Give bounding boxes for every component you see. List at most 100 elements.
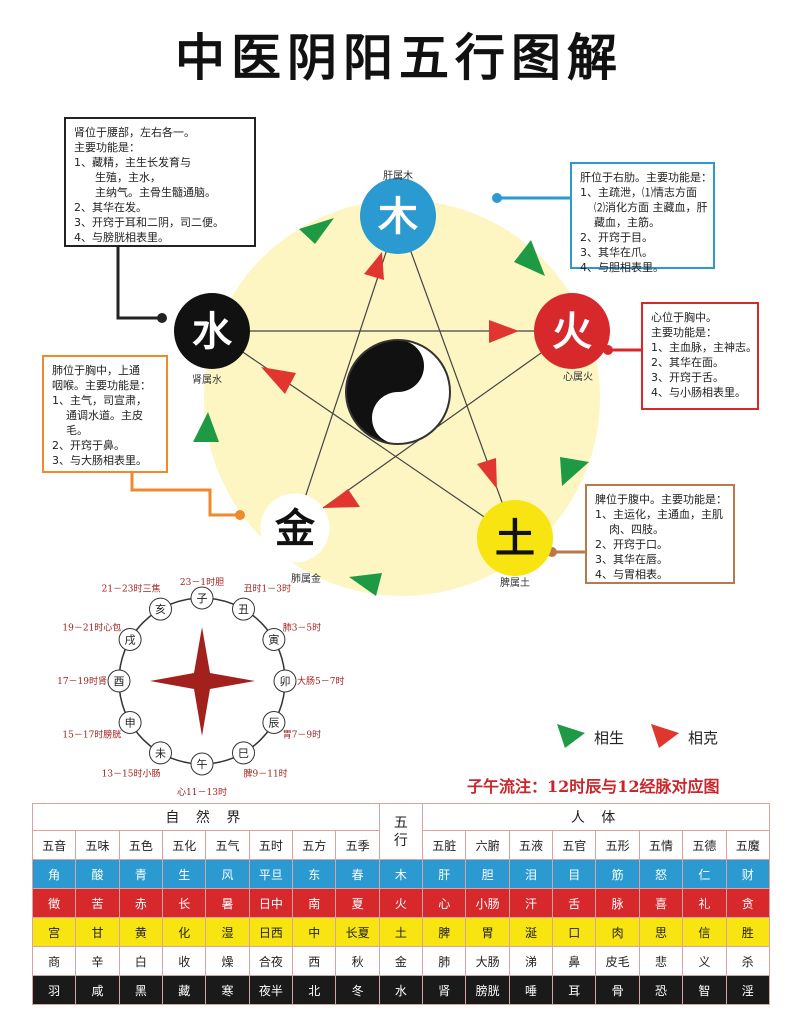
- generate-arrow-fire-earth: [560, 457, 589, 486]
- table-cell: 胜: [725, 917, 770, 947]
- table-cell: 暑: [205, 888, 250, 918]
- column-header: 五德: [682, 830, 727, 860]
- column-header: 五气: [205, 830, 250, 860]
- restrain-arrows: [261, 252, 519, 508]
- clock-branch-label: 未: [155, 747, 166, 760]
- table-cell-wuxing: 火: [378, 888, 424, 918]
- clock-branch-label: 寅: [268, 633, 279, 647]
- table-cell: 中: [292, 917, 337, 947]
- table-cell: 义: [682, 946, 727, 976]
- ziwu-clock: 子23－1时胆丑丑时1－3时寅肺3－5时卯大肠5－7时辰胃7－9时巳脾9－11时…: [57, 576, 344, 798]
- legend-restrain-icon: [651, 724, 679, 748]
- clock-branch-label: 卯: [280, 675, 291, 688]
- table-cell: 胃: [465, 917, 510, 947]
- connector-wood-dot: [492, 193, 502, 203]
- table-cell: 胆: [465, 859, 510, 889]
- element-metal-char: 金: [274, 506, 316, 552]
- table-cell: 东: [292, 859, 337, 889]
- table-cell: 喜: [638, 888, 684, 918]
- table-row: 商辛白收燥合夜西秋金肺大肠涕鼻皮毛悲义杀: [31, 946, 770, 976]
- column-header: 五味: [75, 830, 120, 860]
- clock-branch-label: 子: [197, 592, 208, 605]
- note-spleen: 脾位于腹中。主要功能是： 1、主运化，主通血，主肌 肉、四肢。 2、开窍于口。 …: [585, 484, 735, 584]
- table-cell: 生: [162, 859, 207, 889]
- generate-arrows: [193, 218, 589, 596]
- table-cell: 皮毛: [595, 946, 640, 976]
- table-cell: 贪: [725, 888, 770, 918]
- table-cell: 夜半: [248, 975, 294, 1005]
- column-header: 五官: [552, 830, 597, 860]
- clock-hour-label: 19－21时心包: [62, 622, 121, 634]
- table-cell: 燥: [205, 946, 250, 976]
- table-cell: 耳: [552, 975, 597, 1005]
- table-cell: 信: [682, 917, 727, 947]
- element-water-char: 水: [192, 309, 233, 355]
- clock-branch-circle: [262, 711, 286, 734]
- legend-restrain-label: 相克: [688, 729, 718, 747]
- column-header: 六腑: [465, 830, 510, 860]
- table-cell: 膀胱: [465, 975, 510, 1005]
- element-metal-label: 肺属金: [291, 572, 321, 585]
- restrain-arrow-wood-earth: [477, 458, 497, 489]
- table-cell: 肝: [422, 859, 467, 889]
- table-cell: 咸: [75, 975, 120, 1005]
- line-earth-water: [211, 330, 516, 539]
- clock-branch-label: 巳: [238, 747, 249, 760]
- table-cell: 羽: [31, 975, 77, 1005]
- table-cell: 杀: [725, 946, 770, 976]
- clock-branch-circle: [107, 669, 131, 693]
- column-header: 五色: [118, 830, 164, 860]
- clock-branch-label: 亥: [155, 602, 166, 616]
- clock-hour-label: 丑时1－3时: [244, 582, 291, 594]
- table-cell: 商: [31, 946, 77, 976]
- generate-arrow-earth-metal: [349, 573, 382, 596]
- yin-yang-icon: [345, 339, 451, 445]
- table-cell: 礼: [682, 888, 727, 918]
- connector-water: [116, 247, 162, 320]
- table-cell: 南: [292, 888, 337, 918]
- clock-hour-label: 大肠5－7时: [297, 675, 344, 687]
- table-cell: 角: [31, 859, 77, 889]
- clock-branch-circle: [232, 741, 255, 765]
- clock-hour-label: 17－19时肾: [57, 675, 107, 687]
- element-earth-label: 脾属土: [500, 576, 530, 589]
- element-metal-circle: [260, 493, 330, 563]
- table-cell: 赤: [118, 888, 164, 918]
- table-cell: 鼻: [552, 946, 597, 976]
- table-cell: 智: [682, 975, 727, 1005]
- table-cell: 恐: [638, 975, 684, 1005]
- element-water-circle: [174, 293, 250, 369]
- clock-branch-circle: [118, 628, 142, 651]
- column-header: 五化: [162, 830, 207, 860]
- table-cell: 酸: [75, 859, 120, 889]
- table-cell: 骨: [595, 975, 640, 1005]
- table-cell: 苦: [75, 888, 120, 918]
- note-liver: 肝位于右肋。主要功能是： 1、主疏泄，⑴情志方面 ⑵消化方面 主藏血，肝 藏血，…: [570, 162, 715, 274]
- table-cell: 春: [335, 859, 380, 889]
- correspondence-table: 自 然 界 五行 人 体 五音五味五色五化五气五时五方五季五脏六腑五液五官五形五…: [31, 803, 770, 1005]
- note-connectors: [116, 193, 641, 557]
- table-cell: 肺: [422, 946, 467, 976]
- clock-hour-label: 21－23时三焦: [102, 582, 161, 594]
- table-cell: 平旦: [248, 859, 294, 889]
- column-header: 五脏: [422, 830, 467, 860]
- table-cell: 日中: [248, 888, 294, 918]
- table-cell: 涎: [508, 917, 554, 947]
- restrain-arrow-fire-metal: [323, 489, 360, 508]
- clock-branch-circle: [149, 741, 172, 765]
- table-cell: 脉: [595, 888, 640, 918]
- restrain-arrow-earth-water: [261, 367, 296, 394]
- group-body: 人 体: [422, 803, 770, 831]
- table-cell: 风: [205, 859, 250, 889]
- table-cell: 思: [638, 917, 684, 947]
- table-cell: 小肠: [465, 888, 510, 918]
- element-fire-label: 心属火: [563, 371, 593, 383]
- clock-branch-label: 午: [197, 758, 208, 771]
- table-row: 宫甘黄化湿日西中长夏土脾胃涎口肉思信胜: [31, 917, 770, 947]
- element-fire-char: 火: [552, 309, 592, 355]
- table-cell: 肉: [595, 917, 640, 947]
- legend-generate-label: 相生: [594, 729, 624, 747]
- table-row: 羽咸黑藏寒夜半北冬水肾膀胱唾耳骨恐智淫: [31, 975, 770, 1005]
- table-cell: 淫: [725, 975, 770, 1005]
